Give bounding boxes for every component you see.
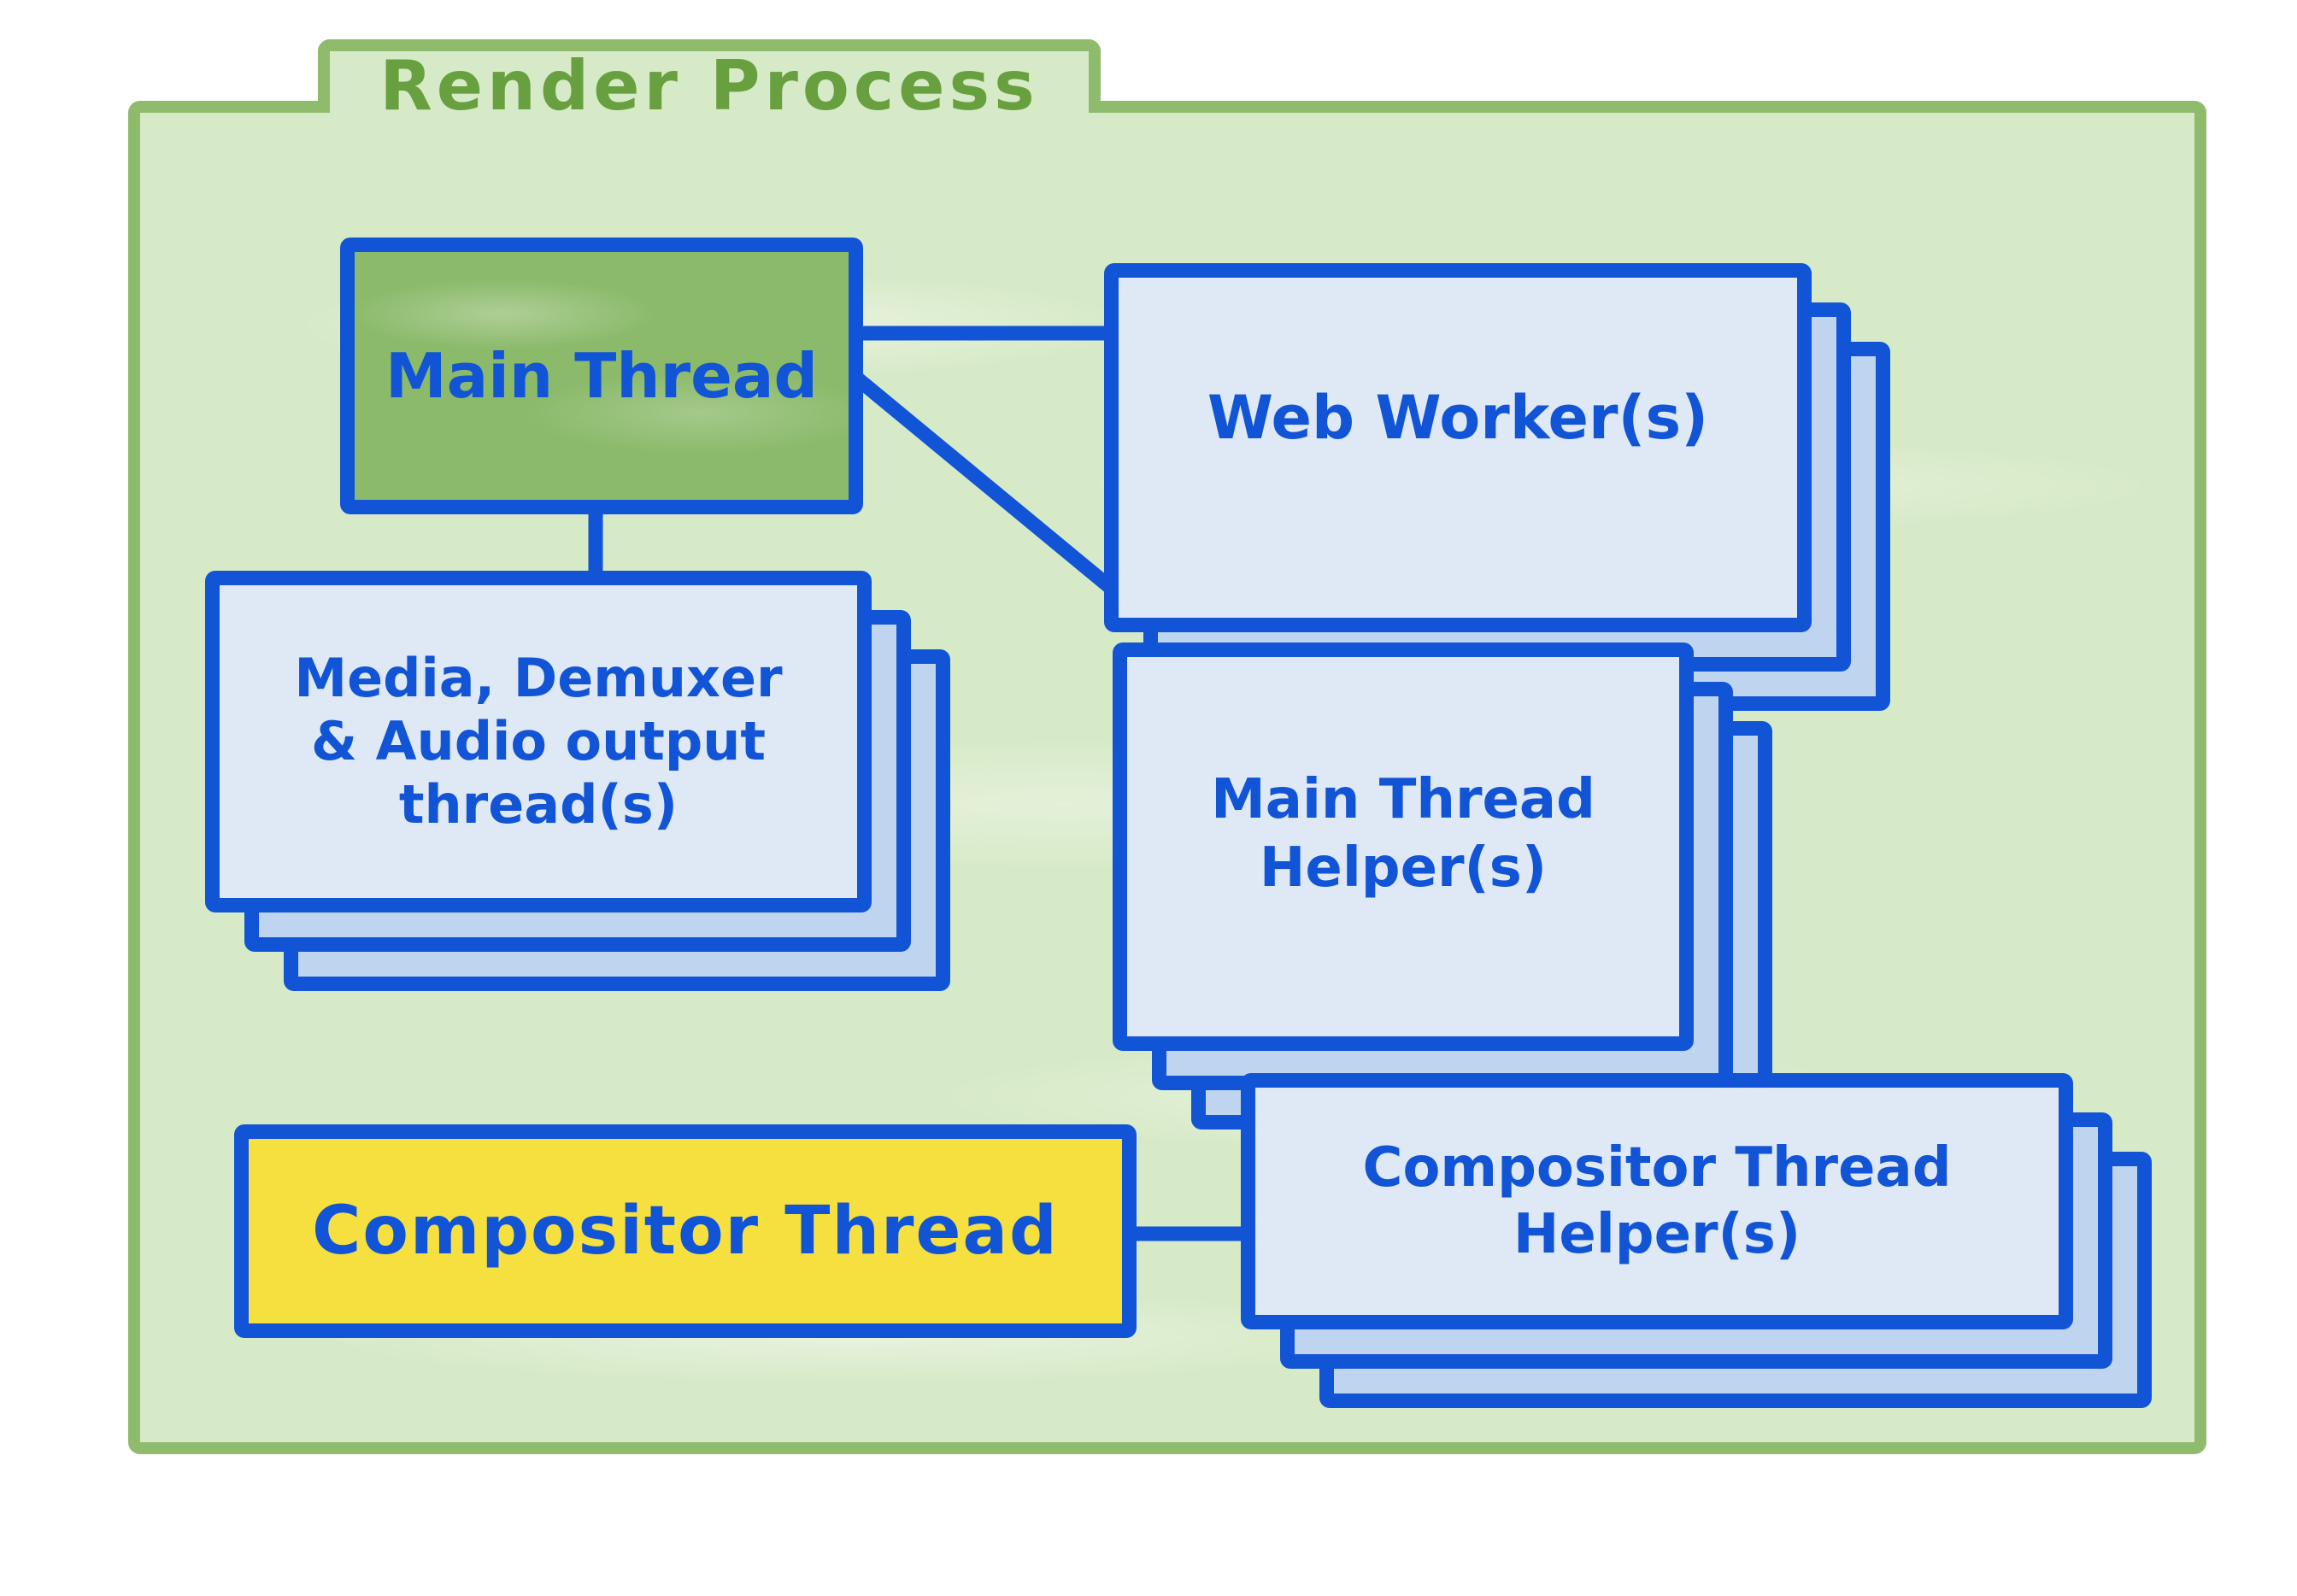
compositor-helpers-label-line-2: Helper(s) <box>1513 1203 1801 1266</box>
node-compositor-thread-label: Compositor Thread <box>312 1193 1059 1270</box>
media-label-line-3: thread(s) <box>398 773 679 836</box>
media-front-card: Media, Demuxer & Audio output thread(s) <box>205 571 872 912</box>
node-main-thread-label: Main Thread <box>385 340 819 412</box>
compositor-helpers-label-line-1: Compositor Thread <box>1362 1136 1952 1200</box>
media-label-line-1: Media, Demuxer <box>294 647 783 709</box>
main-thread-helpers-label-line-1: Main Thread <box>1211 768 1595 831</box>
compositor-helpers-front-card: Compositor Thread Helper(s) <box>1241 1073 2073 1329</box>
main-thread-helpers-front-card: Main Thread Helper(s) <box>1113 643 1694 1051</box>
node-compositor-thread-helpers: Compositor Thread Helper(s) <box>1241 1073 2152 1408</box>
node-web-workers: Web Worker(s) <box>1104 263 1890 711</box>
web-workers-front-card: Web Worker(s) <box>1104 263 1812 632</box>
node-compositor-thread: Compositor Thread <box>234 1124 1137 1338</box>
node-web-workers-label: Web Worker(s) <box>1207 383 1709 453</box>
node-main-thread: Main Thread <box>340 238 863 514</box>
node-main-thread-helpers: Main Thread Helper(s) <box>1113 643 1772 1130</box>
node-media-demuxer-audio-threads: Media, Demuxer & Audio output thread(s) <box>205 571 950 991</box>
main-thread-helpers-label-line-2: Helper(s) <box>1259 836 1548 900</box>
media-label-line-2: & Audio output <box>310 710 767 772</box>
folder-title: Render Process <box>379 46 1039 126</box>
render-process-folder-tab <box>318 39 1101 113</box>
